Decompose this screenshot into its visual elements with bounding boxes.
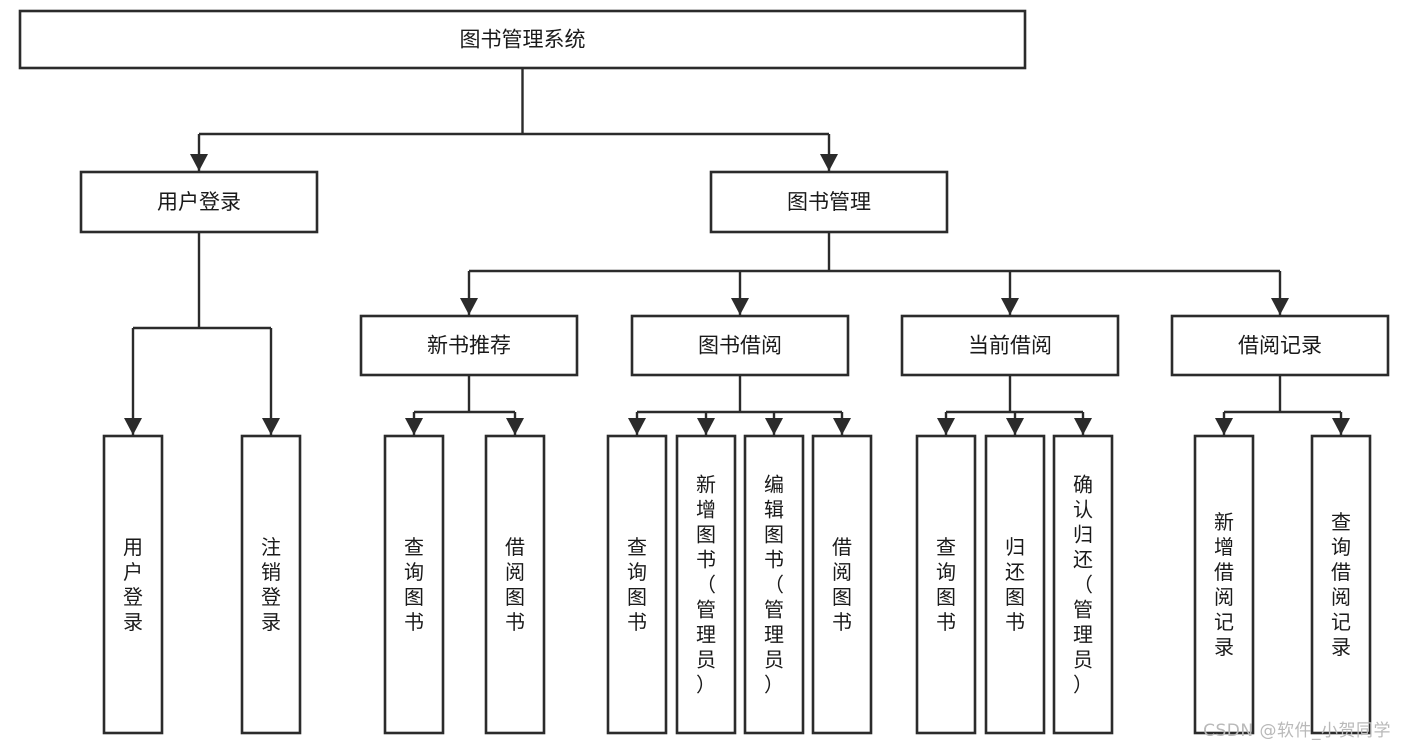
connector-layer [124,68,1350,435]
arrow-head-icon [628,418,646,435]
node-leaf-query-book-current[interactable]: 查询图书 [915,434,977,735]
node-label-leaf-return-book: 归还图书 [1005,535,1025,634]
node-box-leaf-borrow-book[interactable] [811,434,873,735]
node-box-leaf-query-book-borrow[interactable] [606,434,668,735]
node-box-book-borrow[interactable] [630,314,850,377]
node-box-leaf-borrow-book-new[interactable] [484,434,546,735]
node-label-leaf-logout: 注销登录 [261,535,281,634]
node-label-leaf-query-book-current: 查询图书 [936,535,956,634]
node-label-current-borrow: 当前借阅 [968,334,1052,358]
node-box-borrow-record[interactable] [1170,314,1390,377]
arrow-head-icon [1271,298,1289,315]
node-box-leaf-query-book-current[interactable] [915,434,977,735]
node-box-leaf-edit-book[interactable] [743,434,805,735]
node-leaf-add-book[interactable]: 新增图书（管理员） [675,434,737,735]
node-label-new-book-recommend: 新书推荐 [427,334,511,358]
node-label-leaf-query-book-borrow: 查询图书 [627,535,647,634]
node-leaf-logout[interactable]: 注销登录 [240,434,302,735]
arrow-head-icon [1006,418,1024,435]
node-user-login[interactable]: 用户登录 [79,170,319,234]
node-borrow-record[interactable]: 借阅记录 [1170,314,1390,377]
node-box-current-borrow[interactable] [900,314,1120,377]
arrow-head-icon [124,418,142,435]
arrow-head-icon [697,418,715,435]
node-leaf-add-record[interactable]: 新增借阅记录 [1193,434,1255,735]
node-leaf-confirm-return[interactable]: 确认归还（管理员） [1052,434,1114,735]
node-label-borrow-record: 借阅记录 [1238,334,1322,358]
watermark-text: CSDN @软件_小贺同学 [1203,721,1391,741]
node-label-leaf-add-record: 新增借阅记录 [1214,510,1234,659]
node-box-leaf-user-login[interactable] [102,434,164,735]
node-current-borrow[interactable]: 当前借阅 [900,314,1120,377]
arrow-head-icon [1332,418,1350,435]
node-leaf-borrow-book[interactable]: 借阅图书 [811,434,873,735]
node-box-undefined[interactable] [18,9,1027,70]
node-box-leaf-add-record[interactable] [1193,434,1255,735]
node-undefined[interactable]: 图书管理系统 [18,9,1027,70]
node-box-leaf-logout[interactable] [240,434,302,735]
arrow-head-icon [731,298,749,315]
node-label-leaf-borrow-book-new: 借阅图书 [505,535,525,634]
node-box-leaf-query-book-new[interactable] [383,434,445,735]
node-leaf-query-book-borrow[interactable]: 查询图书 [606,434,668,735]
node-label-undefined: 图书管理系统 [460,28,586,52]
node-book-borrow[interactable]: 图书借阅 [630,314,850,377]
node-box-book-manage[interactable] [709,170,949,234]
node-leaf-borrow-book-new[interactable]: 借阅图书 [484,434,546,735]
node-label-leaf-borrow-book: 借阅图书 [832,535,852,634]
node-leaf-query-record[interactable]: 查询借阅记录 [1310,434,1372,735]
arrow-head-icon [460,298,478,315]
arrow-head-icon [765,418,783,435]
arrow-head-icon [262,418,280,435]
node-label-book-manage: 图书管理 [787,190,871,214]
arrow-head-icon [190,154,208,171]
node-label-leaf-query-record: 查询借阅记录 [1331,510,1351,659]
node-leaf-user-login[interactable]: 用户登录 [102,434,164,735]
node-new-book-recommend[interactable]: 新书推荐 [359,314,579,377]
node-box-leaf-query-record[interactable] [1310,434,1372,735]
node-label-leaf-confirm-return: 确认归还（管理员） [1073,473,1093,697]
arrow-head-icon [833,418,851,435]
arrow-head-icon [405,418,423,435]
node-layer: 图书管理系统用户登录图书管理新书推荐图书借阅当前借阅借阅记录用户登录注销登录查询… [18,9,1390,735]
node-leaf-edit-book[interactable]: 编辑图书（管理员） [743,434,805,735]
node-label-book-borrow: 图书借阅 [698,334,782,358]
node-box-leaf-add-book[interactable] [675,434,737,735]
node-box-leaf-confirm-return[interactable] [1052,434,1114,735]
node-label-leaf-add-book: 新增图书（管理员） [696,473,716,697]
arrow-head-icon [1215,418,1233,435]
node-leaf-return-book[interactable]: 归还图书 [984,434,1046,735]
node-box-new-book-recommend[interactable] [359,314,579,377]
arrow-head-icon [820,154,838,171]
node-leaf-query-book-new[interactable]: 查询图书 [383,434,445,735]
node-label-leaf-edit-book: 编辑图书（管理员） [764,473,784,697]
node-book-manage[interactable]: 图书管理 [709,170,949,234]
node-box-leaf-return-book[interactable] [984,434,1046,735]
arrow-head-icon [506,418,524,435]
node-label-leaf-query-book-new: 查询图书 [404,535,424,634]
node-label-user-login: 用户登录 [157,190,241,214]
node-label-leaf-user-login: 用户登录 [123,535,143,634]
node-box-user-login[interactable] [79,170,319,234]
arrow-head-icon [1001,298,1019,315]
arrow-head-icon [937,418,955,435]
arrow-head-icon [1074,418,1092,435]
